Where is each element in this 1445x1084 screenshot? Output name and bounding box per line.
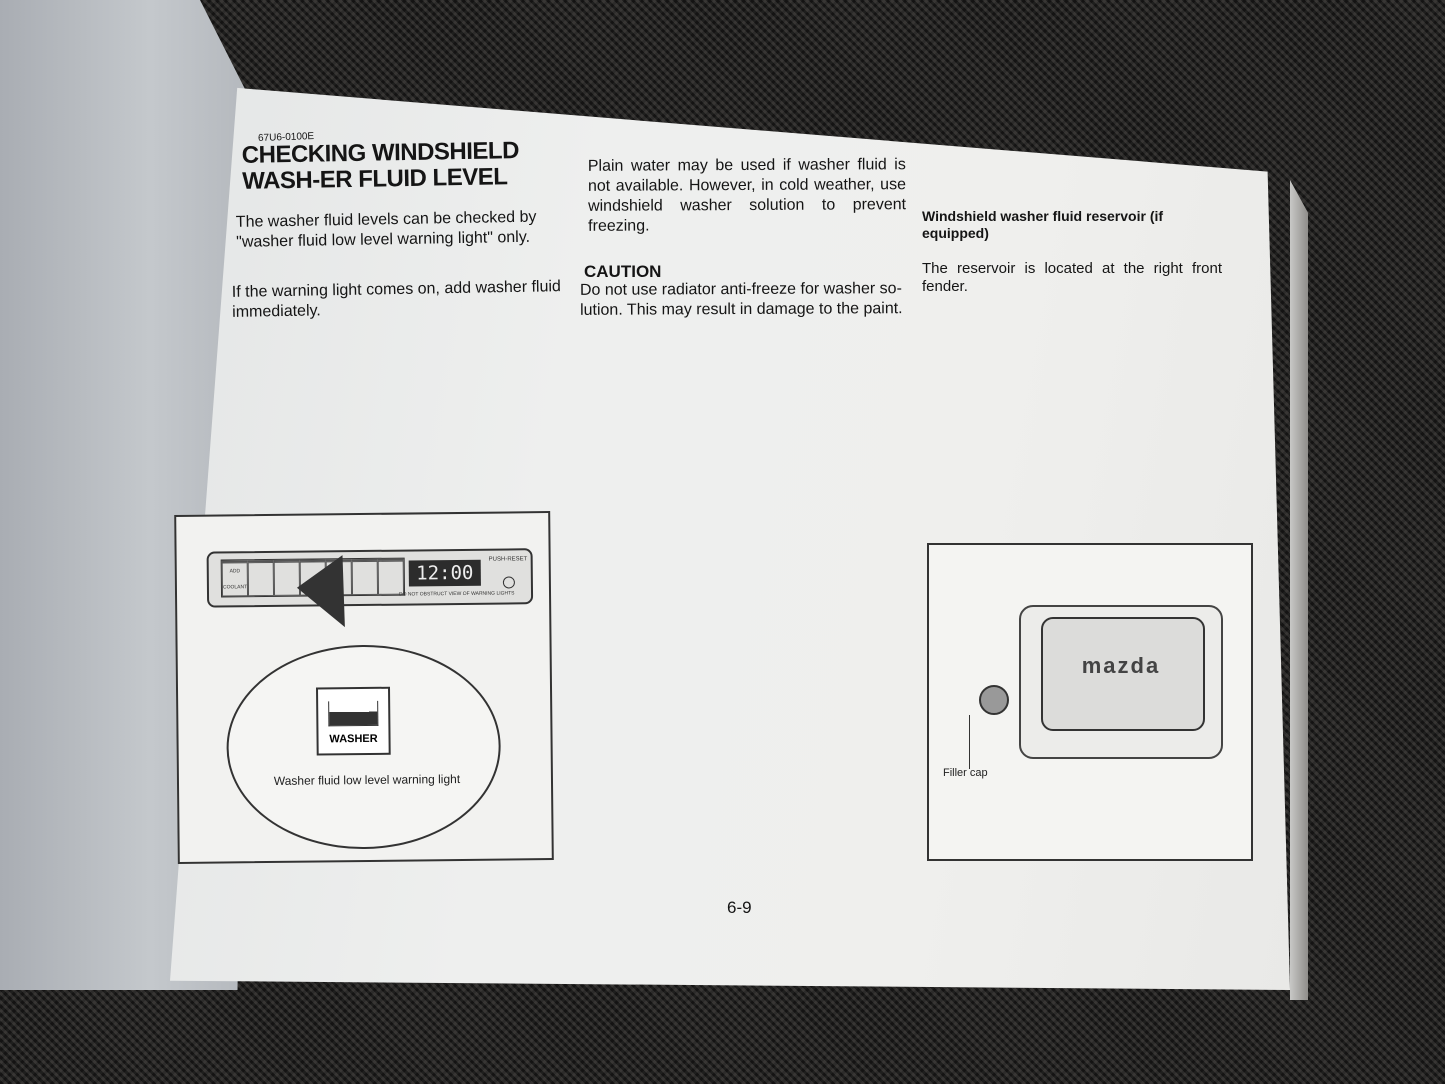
caution-label: CAUTION — [584, 262, 662, 281]
washer-reservoir: mazda — [1041, 617, 1205, 731]
figure-1-caption: Washer fluid low level warning light — [273, 771, 461, 788]
washer-tank-icon — [328, 700, 379, 727]
paragraph-add-fluid: If the warning light comes on, add washe… — [231, 278, 562, 321]
push-reset-label: PUSH-RESET — [488, 556, 528, 563]
filler-cap-icon — [979, 685, 1009, 715]
reservoir-figure: mazda Filler cap — [927, 543, 1253, 861]
paragraph-caution: Do not use radiator anti-freeze for wash… — [579, 280, 903, 319]
page-number: 6-9 — [727, 898, 752, 917]
reservoir-title: Windshield washer fluid reservoir (if eq… — [922, 208, 1164, 241]
warning-light-figure: ADD COOLANT 12:00 PUSH-RESET DO NOT OBST… — [174, 511, 554, 864]
figure-2-caption: Filler cap — [943, 767, 988, 779]
paragraph-warning-light: The washer fluid levels can be checked b… — [235, 208, 537, 251]
paragraph-plain-water: Plain water may be used if washer fluid … — [587, 156, 907, 235]
caption-leader-line — [969, 715, 970, 769]
reset-knob-icon — [502, 576, 515, 589]
brand-logo: mazda — [1081, 653, 1161, 678]
warning-light-14 — [377, 560, 405, 595]
warning-light-9 — [247, 561, 275, 597]
washer-icon: WASHER — [315, 686, 391, 756]
warning-light-10 — [273, 561, 301, 596]
washer-icon-label: WASHER — [329, 732, 378, 746]
section-heading: CHECKING WINDSHIELD WASH-ER FLUID LEVEL — [241, 137, 520, 195]
paragraph-reservoir: The reservoir is located at the right fr… — [922, 260, 1222, 295]
page-edge — [1290, 180, 1308, 1000]
callout-bubble: WASHER Washer fluid low level warning li… — [225, 643, 502, 851]
clock-display: 12:00 — [408, 559, 481, 587]
obstruct-label: DO NOT OBSTRUCT VIEW OF WARNING LIGHTS — [398, 590, 515, 598]
warning-light-8: ADD COOLANT — [221, 562, 249, 597]
engine-bay: mazda — [1019, 605, 1223, 759]
